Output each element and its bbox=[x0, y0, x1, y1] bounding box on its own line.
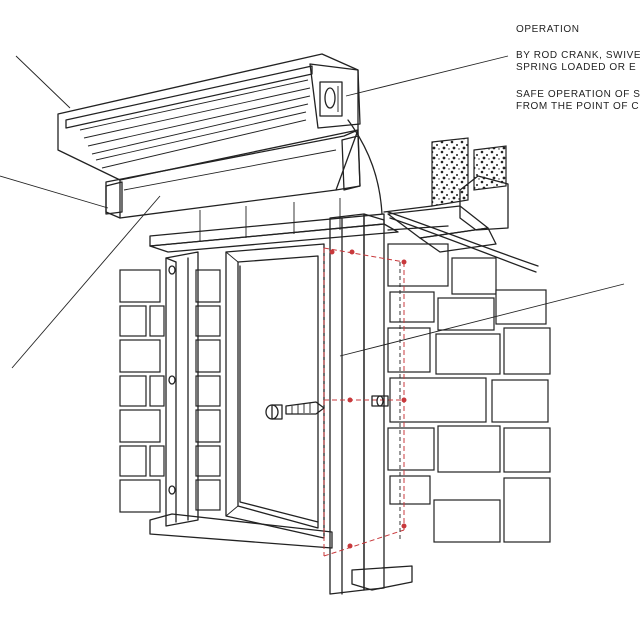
cavity-wall-section bbox=[383, 137, 509, 253]
shutter-headbox bbox=[57, 53, 361, 219]
fixing-screw-and-plug bbox=[265, 395, 389, 420]
operation-text-line-4: FROM THE POINT OF C bbox=[516, 101, 640, 112]
brick-wall-left bbox=[119, 269, 221, 513]
window-sill bbox=[149, 513, 333, 549]
operation-text-line-1: BY ROD CRANK, SWIVE bbox=[516, 50, 640, 61]
operation-text-line-2: SPRING LOADED OR E bbox=[516, 62, 637, 73]
operation-heading: OPERATION bbox=[516, 24, 580, 35]
guide-rail-left bbox=[165, 251, 199, 527]
fixing-guide-lines bbox=[323, 247, 407, 557]
electric-cable bbox=[347, 119, 539, 273]
guide-rail-right bbox=[329, 213, 413, 595]
window-frame bbox=[225, 243, 325, 539]
brick-wall-right bbox=[387, 243, 551, 543]
operation-text-line-3: SAFE OPERATION OF S bbox=[516, 89, 640, 100]
annotation-leader-lines bbox=[0, 55, 625, 369]
lintel bbox=[149, 198, 399, 253]
